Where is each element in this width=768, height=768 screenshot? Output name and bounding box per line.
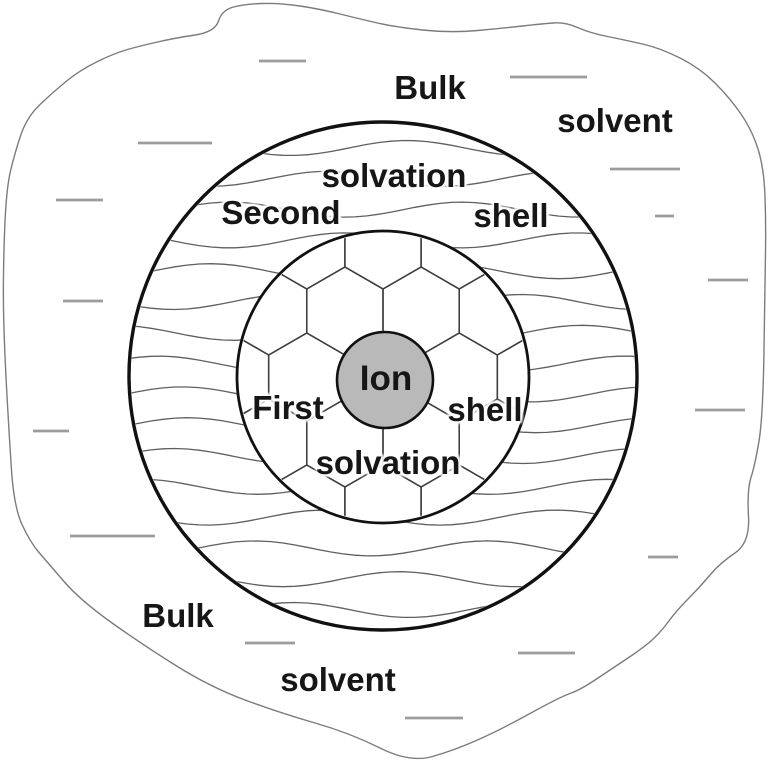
first-shell-circle	[235, 229, 531, 525]
label-bulk-bottom: Bulk	[142, 597, 214, 634]
solvent-wave-line	[102, 571, 656, 588]
bulk-solvent-dashes	[33, 59, 748, 720]
solvent-wave-line	[102, 139, 656, 157]
solvent-wave-line	[102, 478, 656, 495]
label-first: First	[252, 389, 324, 426]
label-solvation-first: solvation	[315, 444, 461, 481]
label-bulk-top: Bulk	[394, 69, 466, 106]
label-solvation-second: solvation	[321, 157, 467, 194]
label-solvent-bottom: solvent	[280, 661, 396, 698]
solvent-hexagon	[496, 332, 527, 422]
solvent-wave-line	[102, 324, 656, 341]
label-shell-second: shell	[473, 197, 549, 234]
second-shell-circle	[127, 120, 639, 632]
solvent-wave-line	[102, 509, 656, 526]
label-second: Second	[221, 194, 341, 231]
label-solvent-top: solvent	[557, 102, 673, 139]
label-ion: Ion	[359, 359, 413, 398]
solvent-wave-line	[102, 293, 656, 311]
solvent-wave-line	[102, 601, 656, 619]
solvent-wave-line	[102, 263, 656, 280]
label-shell-first: shell	[447, 391, 523, 428]
solvent-wave-line	[102, 447, 656, 465]
ion-circle	[335, 330, 435, 430]
solvent-wave-line	[102, 170, 656, 187]
solvent-wave-line	[102, 232, 656, 249]
